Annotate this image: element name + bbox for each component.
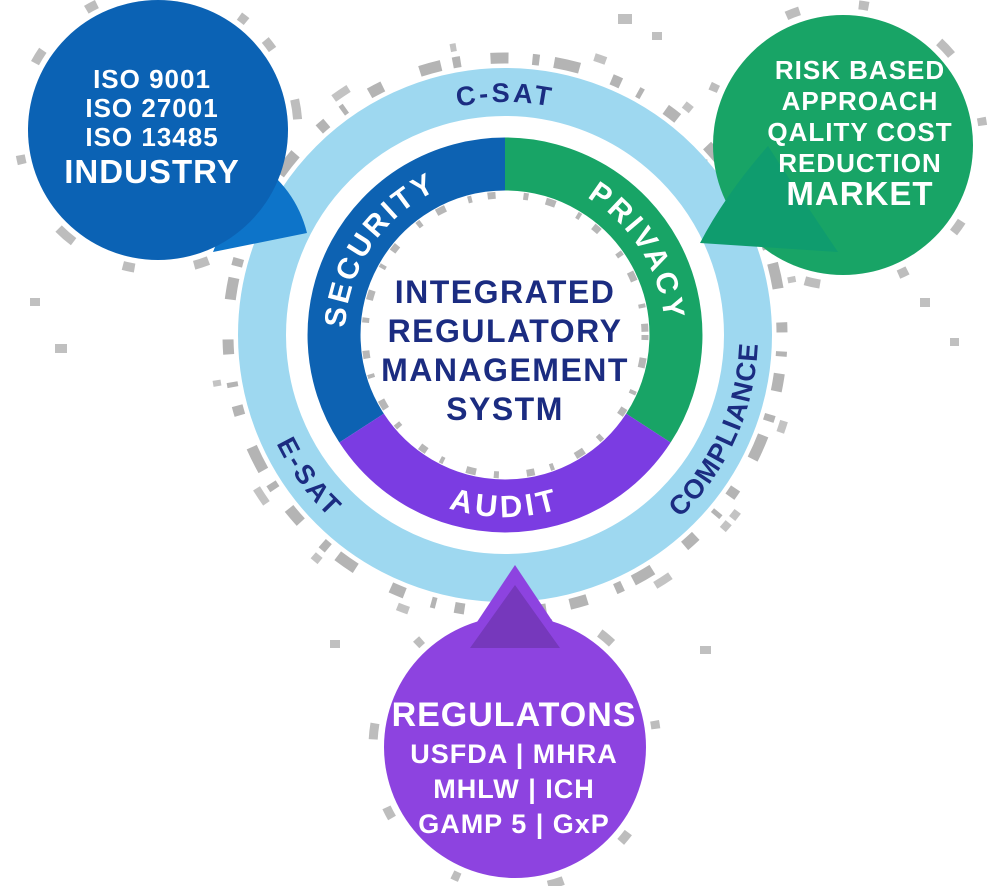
inner-ring xyxy=(307,137,703,533)
industry-line: ISO 27001 xyxy=(85,93,218,123)
regulations-balloon-body xyxy=(384,616,646,878)
market-balloon-pointer xyxy=(700,146,838,252)
industry-line: ISO 9001 xyxy=(93,64,211,94)
dashed-ring-center xyxy=(361,191,649,479)
center-title-line: INTEGRATED xyxy=(395,274,616,310)
regulations-title: REGULATONS xyxy=(392,696,637,734)
market-line: APPROACH xyxy=(782,86,939,116)
industry-line: ISO 13485 xyxy=(85,122,218,152)
industry-title: INDUSTRY xyxy=(64,153,239,190)
regulations-line: GAMP 5 | GxP xyxy=(418,809,610,839)
csat-label: C-SAT xyxy=(454,78,557,113)
market-line: QALITY COST xyxy=(767,117,952,147)
dashed-ring-industry xyxy=(13,0,303,275)
regulations-line: MHLW | ICH xyxy=(433,774,595,804)
regulations-balloon-overlap-shade xyxy=(470,585,560,648)
market-title: MARKET xyxy=(786,175,933,212)
regulations-line: USFDA | MHRA xyxy=(410,739,618,769)
center-title-line: REGULATORY xyxy=(388,313,623,349)
center-title-line: MANAGEMENT xyxy=(381,352,629,388)
industry-balloon: ISO 9001 ISO 27001 ISO 13485 INDUSTRY xyxy=(28,0,288,260)
industry-balloon-body xyxy=(28,0,288,260)
center-title: INTEGRATED REGULATORY MANAGEMENT SYSTM xyxy=(381,274,629,427)
dashed-ring-regulations xyxy=(368,600,662,886)
regulations-balloon: REGULATONS USFDA | MHRA MHLW | ICH GAMP … xyxy=(384,565,646,878)
dashed-ring-market xyxy=(697,0,989,291)
market-line: REDUCTION xyxy=(778,148,942,178)
outer-ring xyxy=(238,68,772,602)
market-balloon: RISK BASED APPROACH QALITY COST REDUCTIO… xyxy=(700,15,973,275)
segment-audit xyxy=(339,413,671,533)
segment-privacy xyxy=(504,137,703,443)
segment-security xyxy=(307,137,506,443)
market-line: RISK BASED xyxy=(775,55,945,85)
center-title-line: SYSTM xyxy=(446,391,564,427)
